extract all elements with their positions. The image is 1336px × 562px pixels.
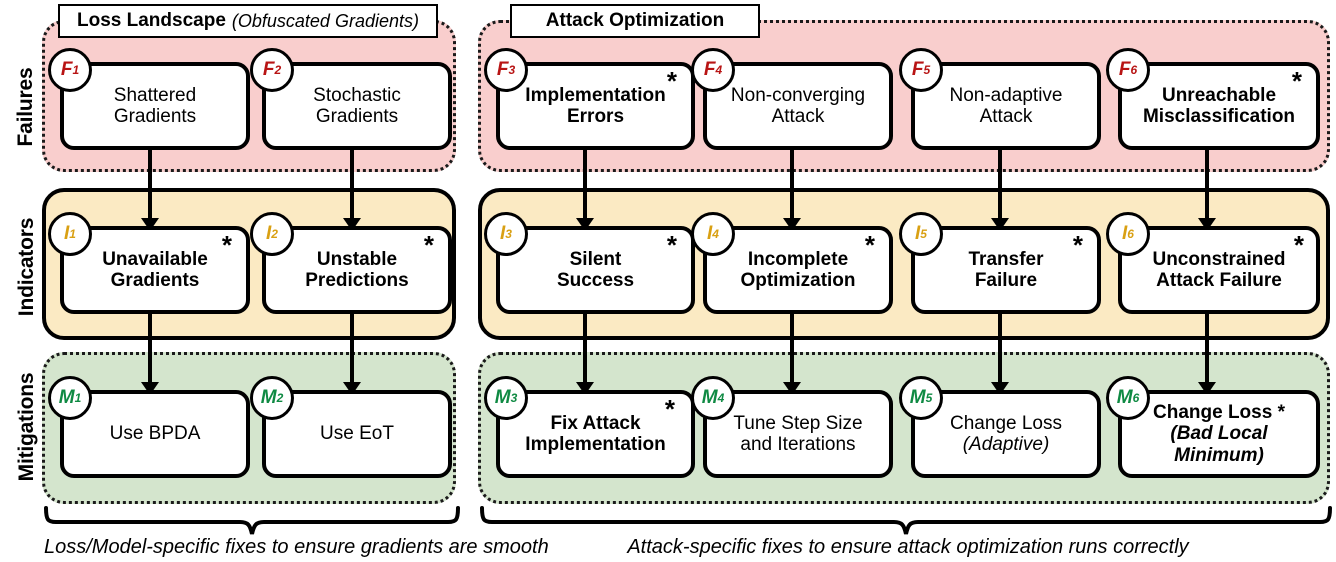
brace-right: [480, 506, 1332, 535]
arrow-f6-i6: [1205, 150, 1209, 222]
node-I1[interactable]: * Unavailable Gradients: [60, 226, 250, 314]
node-label: Silent Success: [556, 248, 635, 291]
arrow-i6-m6: [1205, 314, 1209, 386]
asterisk-marker: *: [1291, 66, 1302, 96]
node-label: Stochastic Gradients: [313, 84, 401, 127]
node-label: Transfer Failure: [968, 248, 1044, 291]
node-label: Tune Step Size and Iterations: [733, 412, 863, 455]
node-F3[interactable]: * Implementation Errors: [496, 62, 695, 150]
node-I5[interactable]: * Transfer Failure: [911, 226, 1101, 314]
row-label-mitigations: Mitigations: [15, 372, 38, 482]
node-label: Implementation Errors: [525, 84, 666, 127]
node-M2[interactable]: Use EoT: [262, 390, 452, 478]
node-label: Use EoT: [320, 423, 394, 445]
asterisk-marker: *: [664, 394, 675, 424]
node-label: Unavailable Gradients: [102, 248, 208, 291]
arrow-f4-i4: [790, 150, 794, 222]
row-label-failures: Failures: [14, 67, 37, 147]
node-label: Shattered Gradients: [113, 84, 197, 127]
asterisk-marker: *: [1293, 230, 1304, 260]
asterisk-marker: *: [864, 230, 875, 260]
node-label: Change Loss(Adaptive): [950, 412, 1062, 455]
node-I2[interactable]: * Unstable Predictions: [262, 226, 452, 314]
caption-right: Attack-specific fixes to ensure attack o…: [627, 536, 1189, 558]
node-M5[interactable]: Change Loss(Adaptive): [911, 390, 1101, 478]
arrow-f5-i5: [998, 150, 1002, 222]
node-label: Incomplete Optimization: [740, 248, 856, 291]
group-title: Loss Landscape: [77, 10, 226, 31]
node-F6[interactable]: * Unreachable Misclassification: [1118, 62, 1320, 150]
arrow-i5-m5: [998, 314, 1002, 386]
row-label-indicators: Indicators: [15, 217, 38, 317]
caption-left: Loss/Model-specific fixes to ensure grad…: [44, 536, 549, 558]
asterisk-marker: *: [221, 230, 232, 260]
arrow-f2-i2: [350, 150, 354, 222]
node-I3[interactable]: * Silent Success: [496, 226, 695, 314]
node-label: Unconstrained Attack Failure: [1152, 248, 1286, 291]
node-label: Fix Attack Implementation: [525, 412, 666, 455]
arrow-i2-m2: [350, 314, 354, 386]
arrow-i4-m4: [790, 314, 794, 386]
node-F1[interactable]: Shattered Gradients: [60, 62, 250, 150]
group-subtitle: (Obfuscated Gradients): [231, 10, 419, 31]
node-M1[interactable]: Use BPDA: [60, 390, 250, 478]
node-M3[interactable]: * Fix Attack Implementation: [496, 390, 695, 478]
node-F2[interactable]: Stochastic Gradients: [262, 62, 452, 150]
arrow-f1-i1: [148, 150, 152, 222]
node-I6[interactable]: * Unconstrained Attack Failure: [1118, 226, 1320, 314]
node-label: Non-adaptive Attack: [949, 84, 1063, 127]
asterisk-marker: *: [423, 230, 434, 260]
brace-left: [44, 506, 460, 535]
asterisk-marker: *: [666, 66, 677, 96]
node-label: Unstable Predictions: [305, 248, 409, 291]
arrow-i1-m1: [148, 314, 152, 386]
group-header-loss-landscape: Loss Landscape (Obfuscated Gradients): [58, 4, 438, 38]
arrow-i3-m3: [583, 314, 587, 386]
node-M4[interactable]: Tune Step Size and Iterations: [703, 390, 893, 478]
node-I4[interactable]: * Incomplete Optimization: [703, 226, 893, 314]
group-header-attack-optimization: Attack Optimization: [510, 4, 760, 38]
asterisk-marker: *: [1072, 230, 1083, 260]
node-label: Unreachable Misclassification: [1142, 84, 1296, 127]
node-label: Use BPDA: [109, 423, 201, 445]
node-label: Non-converging Attack: [730, 84, 866, 127]
asterisk-marker: *: [666, 230, 677, 260]
group-title: Attack Optimization: [545, 10, 725, 31]
arrow-f3-i3: [583, 150, 587, 222]
node-F5[interactable]: Non-adaptive Attack: [911, 62, 1101, 150]
node-F4[interactable]: Non-converging Attack: [703, 62, 893, 150]
